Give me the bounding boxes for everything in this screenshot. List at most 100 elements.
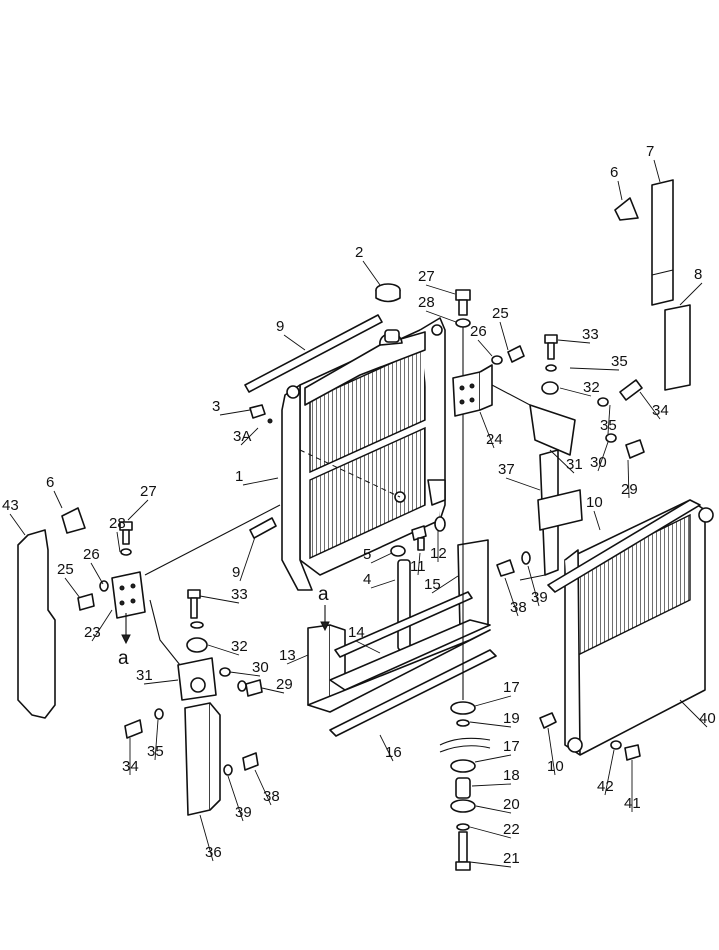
leader-line bbox=[597, 441, 609, 472]
callout-label: 9 bbox=[232, 564, 240, 581]
leader-line bbox=[219, 409, 251, 416]
callout-label: 27 bbox=[418, 268, 435, 285]
drain-cock bbox=[249, 404, 273, 424]
bolts-cooler bbox=[610, 740, 641, 761]
arrow-a-center-head bbox=[320, 621, 330, 632]
callout-label: 26 bbox=[83, 546, 100, 563]
leader-line bbox=[474, 695, 512, 707]
leader-line bbox=[477, 339, 493, 357]
callout-label: 26 bbox=[470, 323, 487, 340]
lower-frame bbox=[307, 539, 497, 737]
leader-line bbox=[469, 721, 512, 728]
callout-label: 5 bbox=[363, 546, 371, 563]
callout-label: 11 bbox=[410, 558, 426, 575]
callout-label: 39 bbox=[235, 804, 252, 821]
leader-line bbox=[240, 427, 259, 446]
leader-line bbox=[64, 577, 81, 599]
oil-cooler bbox=[547, 499, 714, 756]
leader-line bbox=[569, 367, 620, 371]
leader-line bbox=[254, 769, 272, 806]
section-marker: a bbox=[318, 584, 329, 605]
callout-label: 3 bbox=[212, 398, 220, 415]
leader-line bbox=[469, 826, 512, 839]
leader-line bbox=[557, 339, 591, 344]
leader-line bbox=[90, 562, 104, 585]
callout-label: 36 bbox=[205, 844, 222, 861]
guide-line bbox=[149, 599, 181, 666]
support-rod bbox=[397, 559, 411, 651]
leader-line bbox=[425, 310, 457, 323]
leader-line bbox=[154, 719, 159, 761]
callout-label: 16 bbox=[385, 744, 402, 761]
radiator-cap bbox=[375, 283, 401, 303]
leader-line bbox=[362, 260, 381, 286]
cover-7 bbox=[651, 179, 674, 306]
leader-line bbox=[627, 459, 630, 499]
leader-line bbox=[283, 334, 306, 351]
callout-label: 17 bbox=[503, 679, 520, 696]
callout-label: 29 bbox=[621, 481, 638, 498]
block-6-right bbox=[614, 197, 639, 221]
callout-label: 33 bbox=[582, 326, 599, 343]
leader-line bbox=[679, 282, 703, 306]
callout-label: 1 bbox=[235, 468, 243, 485]
callout-label: 28 bbox=[418, 294, 435, 311]
block-6-left bbox=[61, 507, 86, 534]
leader-line bbox=[261, 687, 285, 694]
cover-8 bbox=[664, 304, 691, 391]
callout-label: 14 bbox=[348, 624, 365, 641]
leader-line bbox=[479, 411, 495, 449]
bolts-left-lower bbox=[124, 708, 259, 776]
bolts-right bbox=[496, 551, 531, 577]
callout-labels: 1233A45667899101011121314151617171819202… bbox=[2, 143, 716, 867]
callout-label: 34 bbox=[652, 402, 669, 419]
leader-line bbox=[127, 499, 149, 521]
rubber-strip-lower bbox=[249, 517, 277, 539]
bracket-left-23 bbox=[77, 521, 146, 619]
leader-line bbox=[469, 861, 512, 868]
callout-label: 3A bbox=[233, 428, 251, 445]
callout-label: 13 bbox=[279, 647, 296, 664]
leader-line bbox=[417, 552, 421, 576]
callout-label: 35 bbox=[147, 743, 164, 760]
callout-label: 9 bbox=[276, 318, 284, 335]
callout-label: 32 bbox=[583, 379, 600, 396]
callout-label: 30 bbox=[590, 454, 607, 471]
callout-label: 35 bbox=[600, 417, 617, 434]
leader-line bbox=[379, 734, 394, 762]
callout-label: 23 bbox=[84, 624, 101, 641]
section-marker: a bbox=[118, 648, 129, 669]
callout-label: 22 bbox=[503, 821, 520, 838]
callout-label: 29 bbox=[276, 676, 293, 693]
leader-line bbox=[499, 321, 509, 351]
callout-label: 7 bbox=[646, 143, 654, 160]
callout-label: 15 bbox=[424, 576, 441, 593]
leader-line bbox=[474, 754, 512, 763]
core-fasteners bbox=[390, 516, 446, 557]
leader-line bbox=[639, 391, 661, 420]
leader-line bbox=[116, 531, 121, 553]
leader-line bbox=[679, 699, 708, 728]
leader-line bbox=[475, 805, 512, 814]
leader-line bbox=[617, 180, 623, 201]
callout-label: 25 bbox=[57, 561, 74, 578]
callout-label: 18 bbox=[503, 767, 520, 784]
leader-line bbox=[504, 577, 519, 617]
mount-upper-right bbox=[529, 334, 645, 576]
callout-label: 34 bbox=[122, 758, 139, 775]
leader-line bbox=[91, 609, 113, 642]
rubber-strip-10 bbox=[539, 712, 557, 729]
callout-label: 41 bbox=[624, 795, 641, 812]
leader-line bbox=[370, 579, 396, 589]
leader-line bbox=[431, 575, 459, 594]
pedestal-36 bbox=[184, 702, 221, 816]
leader-line bbox=[370, 552, 393, 564]
leader-line bbox=[505, 477, 541, 491]
callout-label: 4 bbox=[363, 571, 371, 588]
callout-label: 8 bbox=[694, 266, 702, 283]
callout-label: 31 bbox=[136, 667, 153, 684]
guide-line bbox=[519, 574, 546, 581]
callout-label: 2 bbox=[355, 244, 363, 261]
callout-label: 20 bbox=[503, 796, 520, 813]
